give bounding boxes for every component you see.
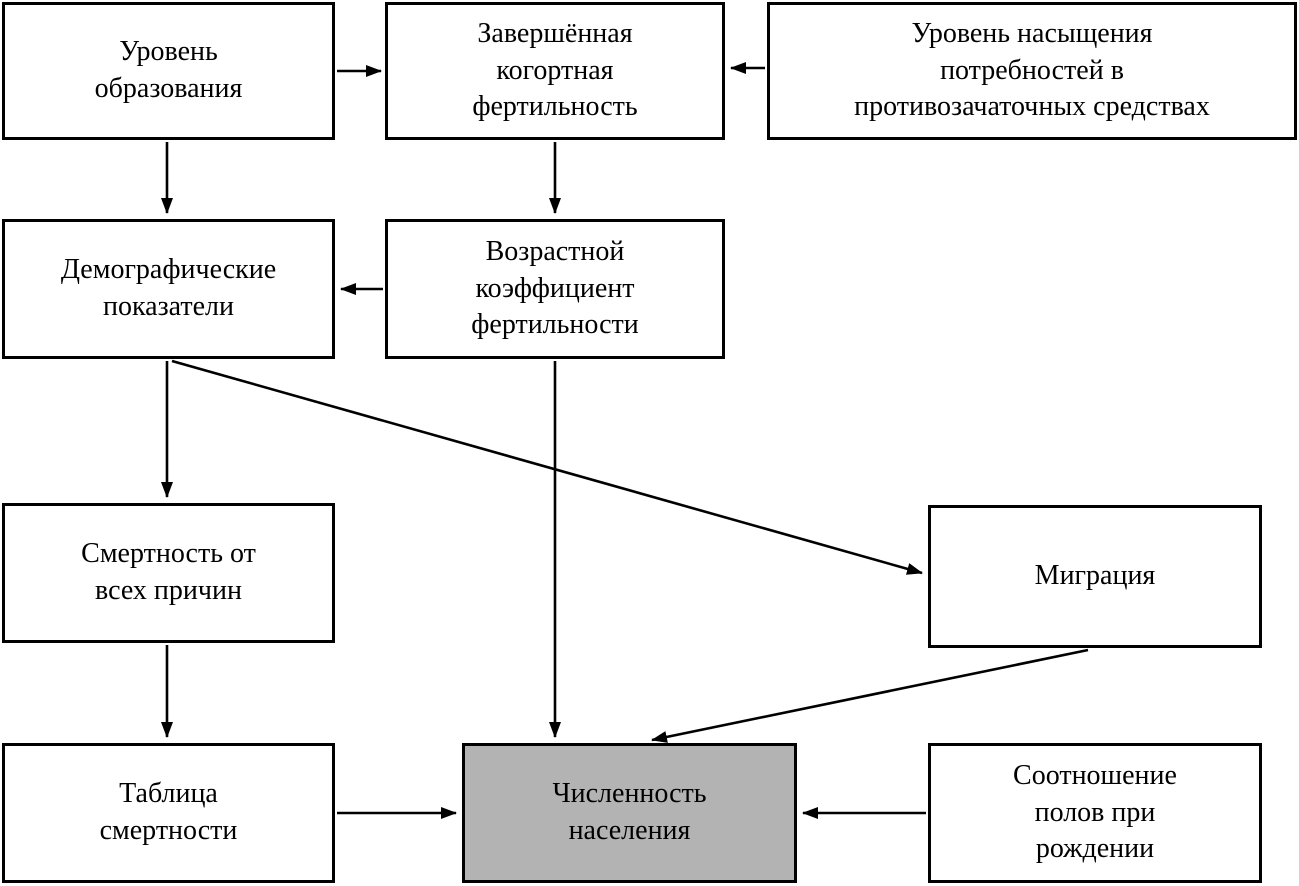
node-education-level: Уровень образования <box>2 2 335 140</box>
node-life-table-label: Таблица смертности <box>99 778 238 846</box>
node-completed-cohort-fertility: Завершённая когортная фертильность <box>385 2 725 140</box>
node-population-size: Численность населения <box>462 743 797 883</box>
node-all-cause-mortality: Смертность от всех причин <box>2 503 335 643</box>
node-age-fertility-rate: Возрастной коэффициент фертильности <box>385 219 725 359</box>
node-migration: Миграция <box>928 505 1262 648</box>
node-all-cause-mortality-label: Смертность от всех причин <box>81 538 256 606</box>
node-contraceptive-needs-saturation: Уровень насыщения потребностей в противо… <box>767 2 1297 140</box>
node-population-size-label: Численность населения <box>552 778 707 846</box>
node-age-fertility-rate-label: Возрастной коэффициент фертильности <box>471 235 639 341</box>
edge-migration-to-population-size <box>651 648 1089 743</box>
node-life-table: Таблица смертности <box>2 743 335 883</box>
node-demographic-indicators: Демографические показатели <box>2 219 335 359</box>
node-completed-cohort-fertility-label: Завершённая когортная фертильность <box>472 17 638 123</box>
node-migration-label: Миграция <box>1034 560 1156 592</box>
node-sex-ratio-at-birth: Соотношение полов при рождении <box>928 743 1262 883</box>
node-demographic-indicators-label: Демографические показатели <box>60 254 277 322</box>
node-contraceptive-needs-saturation-label: Уровень насыщения потребностей в противо… <box>854 17 1210 123</box>
node-sex-ratio-at-birth-label: Соотношение полов при рождении <box>1013 759 1177 865</box>
node-education-level-label: Уровень образования <box>94 36 243 104</box>
